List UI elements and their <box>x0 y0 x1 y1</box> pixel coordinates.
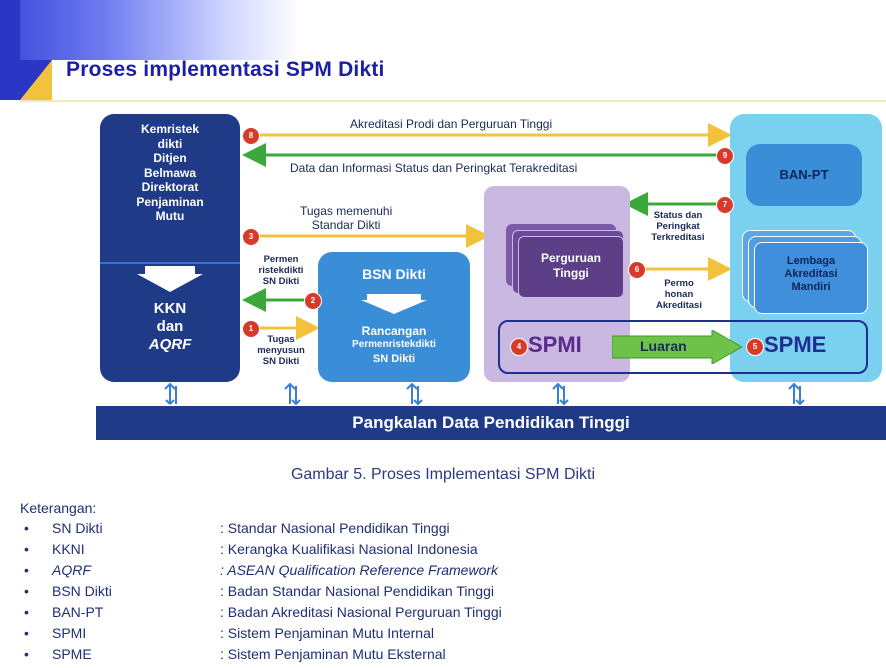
number-badge: 3 <box>242 228 260 246</box>
kemristek-line: dikti <box>157 136 183 151</box>
label-tugas-memenuhi: Tugas memenuhi Standar Dikti <box>300 204 392 232</box>
bullet: • <box>24 604 29 620</box>
keterangan-label: Keterangan: <box>20 500 97 516</box>
label-line: Standar Dikti <box>311 218 381 232</box>
label-line: Status dan <box>653 210 703 221</box>
diagram: Kemristek dikti Ditjen Belmawa Direktora… <box>92 108 886 448</box>
luaran-arrow <box>612 330 744 364</box>
slide-title: Proses implementasi SPM Dikti <box>66 58 385 81</box>
number-badge: 5 <box>746 338 764 356</box>
label-status: Status dan Peringkat Terkreditasi <box>640 210 716 243</box>
bsn-title: BSN Dikti <box>362 266 426 282</box>
pt-line: Perguruan <box>540 251 601 265</box>
number-badge: 2 <box>304 292 322 310</box>
figure-caption: Gambar 5. Proses Implementasi SPM Dikti <box>290 466 596 483</box>
label-data: Data dan Informasi Status dan Peringkat … <box>290 161 578 175</box>
label-akreditasi: Akreditasi Prodi dan Perguruan Tinggi <box>350 117 553 131</box>
title-underline <box>20 100 886 102</box>
label-line: menyusun <box>257 345 305 356</box>
spme-label: SPME <box>764 332 827 357</box>
keterangan-def: : Sistem Penjaminan Mutu Eksternal <box>220 646 446 662</box>
lam-line: Lembaga <box>786 255 836 267</box>
keterangan-term: KKNI <box>52 541 85 557</box>
bullet: • <box>24 583 29 599</box>
bullet: • <box>24 520 29 536</box>
bsn-dikti-box: BSN Dikti Rancangan Permenristekdikti SN… <box>318 252 470 382</box>
pangkalan-data-bar: Pangkalan Data Pendidikan Tinggi <box>96 406 886 440</box>
bullet: • <box>24 562 29 578</box>
label-line: Tugas memenuhi <box>300 204 393 218</box>
header-gradient <box>0 0 300 60</box>
keterangan-def: : Sistem Penjaminan Mutu Internal <box>220 625 434 641</box>
keterangan-def: : Badan Akreditasi Nasional Perguruan Ti… <box>220 604 502 620</box>
banpt-box: BAN-PT <box>746 144 862 206</box>
pt-line: Tinggi <box>553 266 589 280</box>
luaran-label: Luaran <box>640 338 687 354</box>
label-line: SN Dikti <box>262 356 300 367</box>
bsn-sub-line: Permenristekdikti <box>352 339 436 350</box>
lam-line: Mandiri <box>791 281 831 293</box>
label-line: SN Dikti <box>262 276 300 287</box>
kemristek-line: Belmawa <box>143 165 197 180</box>
kemristek-line: Kemristek <box>140 122 200 136</box>
number-badge: 4 <box>510 338 528 356</box>
pt-box: Perguruan Tinggi <box>518 236 624 298</box>
spmi-label: SPMI <box>528 332 582 357</box>
header-accent-bar <box>0 0 20 100</box>
kkn-line: AQRF <box>148 336 192 353</box>
label-permohonan: Permo honan Akreditasi <box>642 278 716 311</box>
kemristek-line: Mutu <box>155 209 185 223</box>
keterangan-def: : Badan Standar Nasional Pendidikan Ting… <box>220 583 494 599</box>
number-badge: 1 <box>242 320 260 338</box>
number-badge: 9 <box>716 147 734 165</box>
keterangan-def: : Kerangka Kualifikasi Nasional Indonesi… <box>220 541 478 557</box>
kkn-line: KKN <box>153 300 187 317</box>
keterangan-def: : Standar Nasional Pendidikan Tinggi <box>220 520 450 536</box>
kemristek-line: Ditjen <box>153 151 187 165</box>
keterangan-term: SPMI <box>52 625 87 641</box>
label-tugas-menyusun: Tugas menyusun SN Dikti <box>248 334 314 367</box>
keterangan-def: : ASEAN Qualification Reference Framewor… <box>220 562 499 578</box>
number-badge: 8 <box>242 127 260 145</box>
bsn-sub-line: SN Dikti <box>372 353 416 365</box>
header-triangle <box>20 60 52 100</box>
label-line: Terkreditasi <box>651 232 705 243</box>
kemristek-box: Kemristek dikti Ditjen Belmawa Direktora… <box>100 114 240 382</box>
bullet: • <box>24 646 29 662</box>
down-arrow-icon <box>361 294 427 314</box>
kkn-line: dan <box>156 318 184 335</box>
label-permen: Permen ristekdikti SN Dikti <box>248 254 314 287</box>
bsn-sub-line: Rancangan <box>361 324 427 338</box>
pangkalan-label: Pangkalan Data Pendidikan Tinggi <box>352 413 630 432</box>
keterangan-term: SPME <box>52 646 92 662</box>
kemristek-line: Direktorat <box>141 180 199 194</box>
kemristek-separator <box>100 262 240 264</box>
keterangan-term: BAN-PT <box>52 604 104 620</box>
keterangan-term: AQRF <box>52 562 91 578</box>
updown-arrows <box>164 382 805 406</box>
label-line: Tugas <box>267 334 295 345</box>
lam-line: Akreditasi <box>784 268 838 280</box>
number-badge: 6 <box>628 261 646 279</box>
down-arrow-icon <box>137 266 203 292</box>
keterangan-term: SN Dikti <box>52 520 103 536</box>
kemristek-line: Penjaminan <box>136 194 204 209</box>
keterangan-term: BSN Dikti <box>52 583 112 599</box>
label-line: honan <box>664 289 694 300</box>
label-line: ristekdikti <box>258 265 304 276</box>
spmi-spme-bar <box>498 320 868 374</box>
label-line: Permo <box>664 278 694 289</box>
lam-box: Lembaga Akreditasi Mandiri <box>754 242 868 314</box>
label-line: Permen <box>263 254 299 265</box>
banpt-label: BAN-PT <box>779 167 829 182</box>
bullet: • <box>24 541 29 557</box>
number-badge: 7 <box>716 196 734 214</box>
label-line: Peringkat <box>656 221 700 232</box>
bullet: • <box>24 625 29 641</box>
label-line: Akreditasi <box>656 300 702 311</box>
